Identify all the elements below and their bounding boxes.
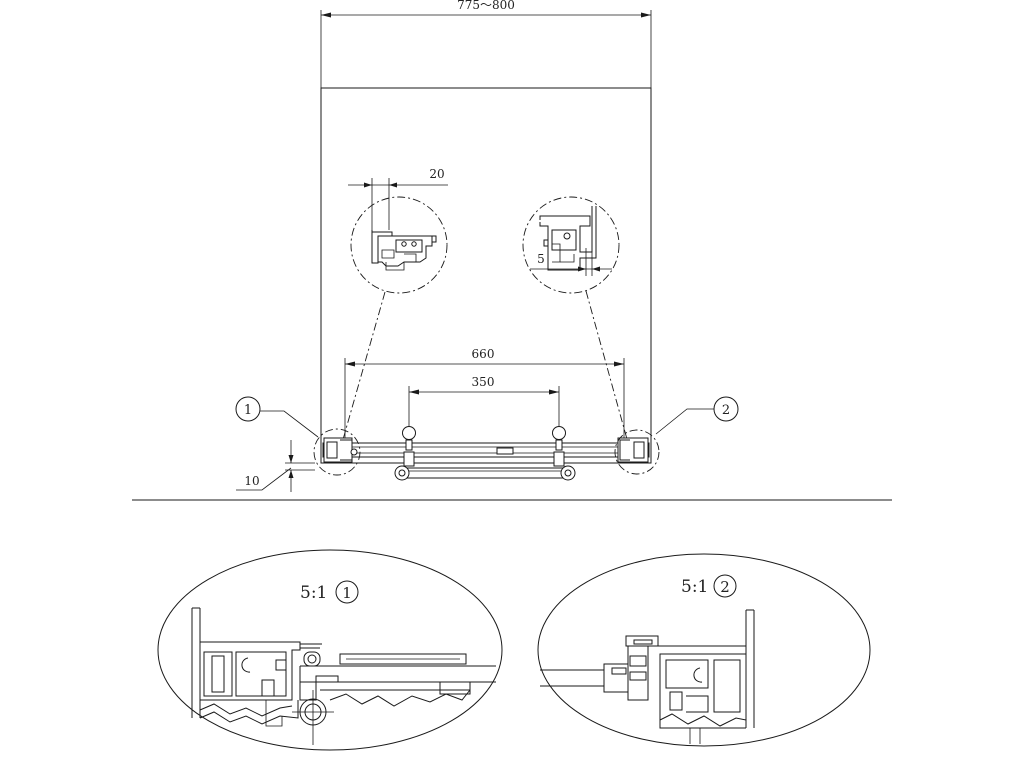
callout-2-label: 2 xyxy=(722,403,730,418)
detail-1-scale-label: 5:1 xyxy=(300,583,327,603)
detail-2-number-label: 2 xyxy=(720,578,730,596)
elevation-view: 775～800 20 xyxy=(132,0,892,501)
detail-view-circle-right: 5 xyxy=(522,196,620,294)
knob-left xyxy=(402,426,416,467)
knob-right xyxy=(552,426,566,467)
detail-view-circle-left: 20 xyxy=(348,167,448,294)
dimension-overall-width: 775～800 xyxy=(320,0,652,88)
callout-1-label: 1 xyxy=(244,403,252,418)
callout-2: 2 xyxy=(655,396,739,435)
door-panel xyxy=(320,87,652,464)
handle-span-label: 350 xyxy=(472,375,495,389)
detail-left-dimension-label: 20 xyxy=(429,167,444,181)
bottom-track xyxy=(322,437,650,463)
dimension-rail-span: 660 xyxy=(344,347,625,450)
bottom-gap-label: 10 xyxy=(244,474,259,488)
towel-bar xyxy=(394,465,576,481)
dimension-bottom-gap: 10 xyxy=(236,440,315,492)
dimension-handle-span: 350 xyxy=(408,375,560,430)
detail-2-scale-label: 5:1 xyxy=(681,577,708,597)
detail-right-dimension-label: 5 xyxy=(537,252,545,266)
rail-span-label: 660 xyxy=(472,347,495,361)
detail-1-enlarged: 5:1 1 xyxy=(157,549,503,751)
callout-1: 1 xyxy=(235,396,319,438)
detail-2-enlarged: 5:1 2 xyxy=(537,553,871,747)
detail-1-number-label: 1 xyxy=(342,584,352,602)
overall-width-label: 775～800 xyxy=(457,0,515,12)
